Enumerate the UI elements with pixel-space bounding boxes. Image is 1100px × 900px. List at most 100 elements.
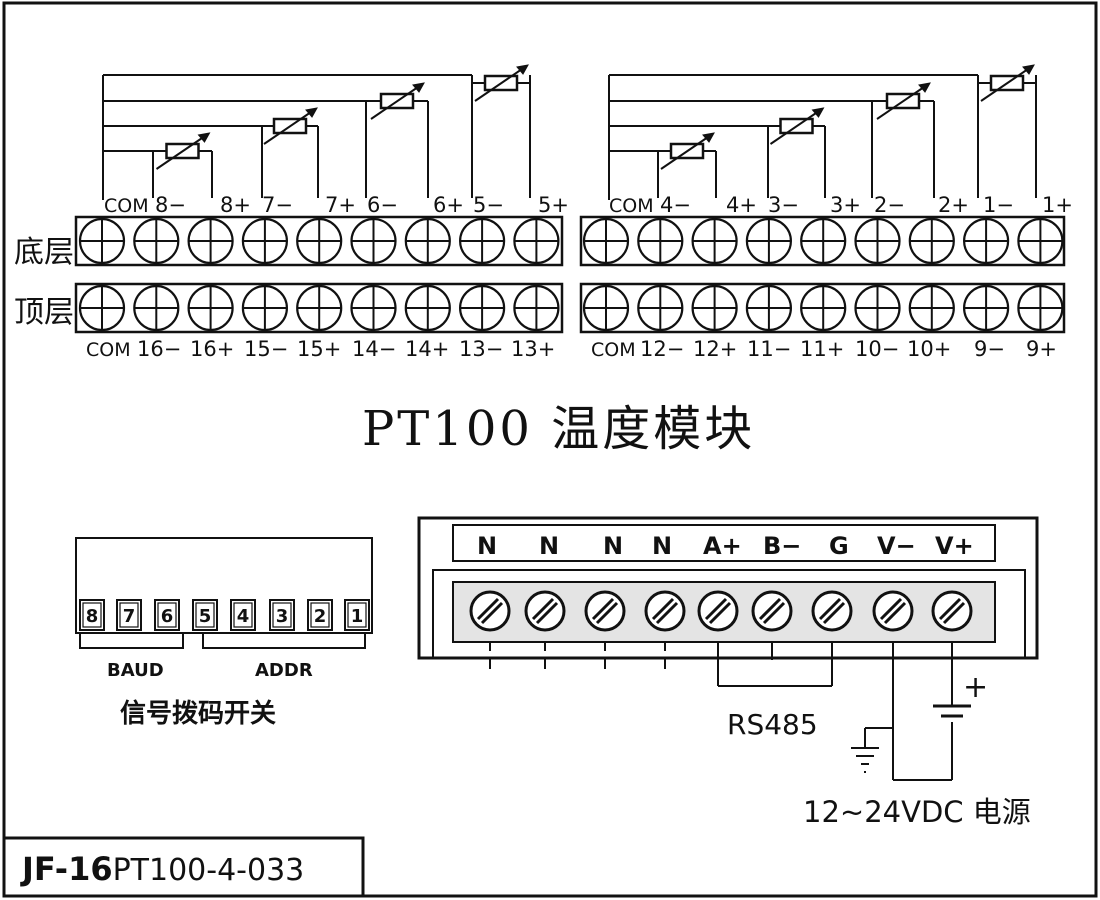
terminal-label: 11− (747, 337, 791, 361)
terminal-screw (513, 217, 560, 265)
terminal-label: 15− (244, 337, 288, 361)
terminal-label: 4+ (726, 193, 757, 217)
dip-key: 5 (192, 599, 218, 631)
terminal-screw (404, 217, 451, 265)
pin-label: N (603, 532, 623, 560)
pin-label: N (477, 532, 497, 560)
terminal-screw (459, 217, 506, 265)
bottom-left-labels: COM 8− 8+ 7− 7+ 6− 6+ 5− 5+ (104, 193, 569, 217)
dip-key: 2 (307, 599, 333, 631)
power-wiring (864, 642, 953, 781)
dip-key: 7 (116, 599, 142, 631)
terminal-screw (691, 284, 738, 332)
pt100-resistor-icon (658, 132, 716, 170)
pin-label: B− (763, 532, 801, 560)
pt100-resistor-icon (153, 132, 212, 170)
pin-label: V+ (935, 532, 974, 560)
addr-label: ADDR (255, 660, 313, 681)
terminal-label: 1− (983, 193, 1014, 217)
dip-key: 4 (230, 599, 256, 631)
model-label: JF-16PT100-4-033 (4, 836, 365, 896)
terminal-screw (459, 284, 506, 332)
pt100-resistor-icon (366, 82, 428, 120)
terminal-screw (350, 284, 397, 332)
terminal-screw (908, 284, 955, 332)
terminal-label: 16− (137, 337, 181, 361)
terminal-screw (691, 217, 738, 265)
bottom-left-screws (78, 217, 560, 265)
model-label-frame (4, 836, 365, 896)
pt100-resistors (153, 64, 1036, 170)
terminal-label: 16+ (190, 337, 234, 361)
terminal-screw (241, 284, 288, 332)
top-left-labels: COM 16− 16+ 15− 15+ 14− 14+ 13− 13+ (86, 337, 555, 361)
baud-bracket (79, 634, 184, 649)
layer-label-top: 顶层 (14, 295, 74, 330)
terminal-screw (241, 217, 288, 265)
bottom-right-screws (582, 217, 1064, 265)
pt100-resistor-icon (978, 64, 1036, 102)
terminal-label: 7− (262, 193, 293, 217)
pt100-resistor-icon (768, 107, 825, 145)
pt100-resistor-icon (872, 82, 934, 120)
rs485-wiring (717, 642, 833, 687)
terminal-screw (133, 217, 180, 265)
terminal-label: COM (86, 339, 131, 361)
terminal-label: 11+ (800, 337, 844, 361)
terminal-label: 12− (640, 337, 684, 361)
terminal-screw (187, 217, 234, 265)
slotted-screw-icon (469, 590, 511, 632)
dip-key: 1 (344, 599, 370, 631)
terminal-screw (962, 284, 1010, 332)
slotted-screw-icon (644, 590, 686, 632)
model-suffix: PT100-4-033 (113, 853, 305, 888)
top-right-screws (582, 284, 1064, 332)
terminal-screw (296, 284, 343, 332)
terminal-label: 15+ (297, 337, 341, 361)
terminal-screw (582, 217, 630, 265)
terminal-label: 14+ (405, 337, 449, 361)
terminal-screw (133, 284, 180, 332)
pin-label: G (829, 532, 849, 560)
dip-key: 8 (79, 599, 105, 631)
bottom-right-labels: COM 4− 4+ 3− 3+ 2− 2+ 1− 1+ (609, 193, 1073, 217)
terminal-label: 3− (768, 193, 799, 217)
terminal-label: COM (609, 195, 654, 217)
pin-label-bar (452, 524, 996, 562)
terminal-label: 8− (155, 193, 186, 217)
terminal-label: 1+ (1042, 193, 1073, 217)
top-left-screws (78, 284, 560, 332)
pin-label: N (652, 532, 672, 560)
dip-key-number: 3 (276, 606, 289, 627)
dip-key-number: 7 (123, 606, 136, 627)
power-terminal-block: N N N N A+ B− G V− V+ RS485 (417, 516, 1039, 829)
terminal-screw (513, 284, 560, 332)
terminal-screw (854, 217, 901, 265)
pin-label: A+ (703, 532, 742, 560)
model-prefix: JF-16 (20, 850, 113, 888)
terminal-label: 2− (874, 193, 905, 217)
slotted-screw-icon (751, 590, 793, 632)
dip-key-number: 6 (161, 606, 174, 627)
terminal-label: 14− (352, 337, 396, 361)
slotted-screw-icon (811, 590, 853, 632)
sensor-wiring-right (608, 74, 1037, 200)
terminal-screw (745, 284, 793, 332)
terminal-screw (637, 217, 684, 265)
terminal-label: 9− (974, 337, 1005, 361)
ground-icon (851, 747, 879, 773)
terminal-label: 5+ (538, 193, 569, 217)
terminal-screw (800, 284, 847, 332)
terminal-screw (582, 284, 630, 332)
terminal-screw (78, 217, 126, 265)
terminal-strips (74, 215, 1066, 334)
terminal-screw (854, 284, 901, 332)
slotted-screw-icon (524, 590, 566, 632)
terminal-label: COM (104, 195, 149, 217)
terminal-screw (800, 217, 847, 265)
slotted-screw-icon (872, 590, 914, 632)
terminal-inner-frame (432, 569, 1026, 658)
rs485-label: RS485 (727, 708, 818, 741)
